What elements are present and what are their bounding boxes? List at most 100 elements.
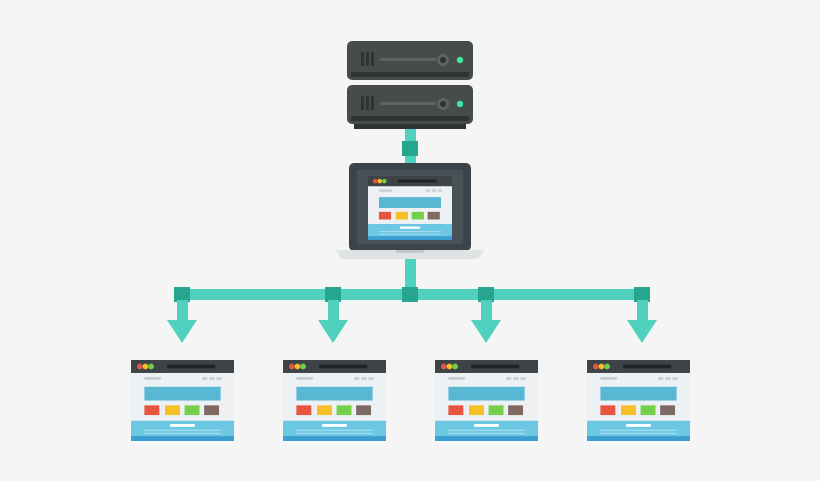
content-tile bbox=[164, 405, 180, 416]
content-tile bbox=[378, 211, 392, 220]
nav-link bbox=[361, 377, 367, 380]
window-bottom-strip bbox=[368, 236, 452, 240]
server-led bbox=[456, 56, 464, 64]
hero-banner bbox=[296, 386, 373, 401]
arrow-down-icon bbox=[471, 320, 501, 343]
hero-banner bbox=[600, 386, 677, 401]
server-slot bbox=[380, 102, 436, 105]
minimize-dot-icon bbox=[446, 363, 453, 370]
hero-banner bbox=[448, 386, 525, 401]
close-dot-icon bbox=[440, 363, 447, 370]
nav-line bbox=[144, 377, 161, 380]
address-bar bbox=[167, 364, 216, 369]
browser-window-icon bbox=[435, 360, 538, 441]
server-vent bbox=[366, 52, 369, 66]
hero-banner bbox=[378, 197, 442, 208]
close-dot-icon bbox=[372, 178, 378, 184]
content-tile bbox=[336, 405, 352, 416]
content-tile bbox=[427, 211, 440, 220]
server-base bbox=[354, 123, 466, 129]
nav-link bbox=[431, 189, 437, 192]
connector-node-center bbox=[402, 287, 418, 302]
connector-stem bbox=[637, 300, 648, 320]
nav-link bbox=[202, 377, 208, 380]
connector-node bbox=[325, 287, 341, 302]
connector-drop-3 bbox=[471, 287, 501, 343]
nav-line bbox=[600, 377, 617, 380]
footer-text-line bbox=[144, 429, 221, 431]
laptop-base bbox=[336, 250, 484, 259]
server-rack-icon bbox=[347, 41, 473, 129]
server-vent bbox=[371, 52, 374, 66]
maximize-dot-icon bbox=[148, 363, 154, 370]
footer-text-line bbox=[378, 233, 442, 235]
footer-title-line bbox=[322, 423, 347, 427]
server-unit-shadow bbox=[351, 72, 469, 77]
server-knob-center bbox=[440, 57, 446, 63]
minimize-dot-icon bbox=[294, 363, 301, 370]
footer-title-line bbox=[474, 423, 499, 427]
window-bottom-strip bbox=[587, 436, 690, 441]
window-bottom-strip bbox=[131, 436, 234, 441]
content-tile bbox=[660, 405, 676, 416]
content-tile bbox=[640, 405, 656, 416]
nav-link bbox=[672, 377, 678, 380]
footer-text-line bbox=[600, 432, 677, 435]
content-tile bbox=[395, 211, 408, 220]
footer-text-line bbox=[600, 429, 677, 431]
content-tile bbox=[620, 405, 636, 416]
nav-link bbox=[209, 377, 215, 380]
content-tile bbox=[508, 405, 524, 416]
window-bottom-strip bbox=[435, 436, 538, 441]
content-tile bbox=[468, 405, 484, 416]
footer-title-line bbox=[170, 423, 195, 427]
connector-drop-2 bbox=[318, 287, 348, 343]
footer-text-line bbox=[378, 231, 442, 232]
minimize-dot-icon bbox=[142, 363, 149, 370]
maximize-dot-icon bbox=[300, 363, 306, 370]
nav-line bbox=[448, 377, 465, 380]
window-bottom-strip bbox=[283, 436, 386, 441]
maximize-dot-icon bbox=[382, 178, 387, 184]
content-tile bbox=[144, 405, 160, 416]
footer-title-line bbox=[399, 226, 421, 229]
connector-drop-1 bbox=[167, 287, 197, 343]
nav-line bbox=[378, 189, 393, 192]
content-tile bbox=[411, 211, 424, 220]
arrow-down-icon bbox=[318, 320, 348, 343]
content-tile bbox=[184, 405, 200, 416]
connector-laptop-bus bbox=[405, 258, 416, 295]
arrow-down-icon bbox=[627, 320, 657, 343]
content-tile bbox=[296, 405, 312, 416]
nav-link bbox=[425, 189, 431, 192]
connector-node bbox=[174, 287, 190, 302]
browser-window-icon bbox=[131, 360, 234, 441]
content-tile bbox=[316, 405, 332, 416]
connector-node bbox=[478, 287, 494, 302]
hero-banner bbox=[144, 386, 221, 401]
connector-stem bbox=[481, 300, 492, 320]
server-vent bbox=[366, 96, 369, 110]
connector-node bbox=[634, 287, 650, 302]
maximize-dot-icon bbox=[604, 363, 610, 370]
nav-link bbox=[437, 189, 442, 192]
connector-stem bbox=[328, 300, 339, 320]
nav-link bbox=[354, 377, 360, 380]
connector-lines bbox=[167, 128, 657, 343]
server-vent bbox=[361, 96, 364, 110]
footer-text-line bbox=[448, 429, 525, 431]
address-bar bbox=[471, 364, 520, 369]
content-tile bbox=[448, 405, 464, 416]
footer-text-line bbox=[144, 432, 221, 435]
nav-link bbox=[513, 377, 519, 380]
arrow-down-icon bbox=[167, 320, 197, 343]
laptop-notch bbox=[396, 250, 424, 253]
maximize-dot-icon bbox=[452, 363, 458, 370]
content-tile bbox=[600, 405, 616, 416]
laptop-browser-window bbox=[368, 176, 452, 240]
address-bar bbox=[397, 179, 437, 183]
connector-drop-4 bbox=[627, 287, 657, 343]
server-vent bbox=[371, 96, 374, 110]
content-tile bbox=[204, 405, 220, 416]
browser-window-icon bbox=[283, 360, 386, 441]
